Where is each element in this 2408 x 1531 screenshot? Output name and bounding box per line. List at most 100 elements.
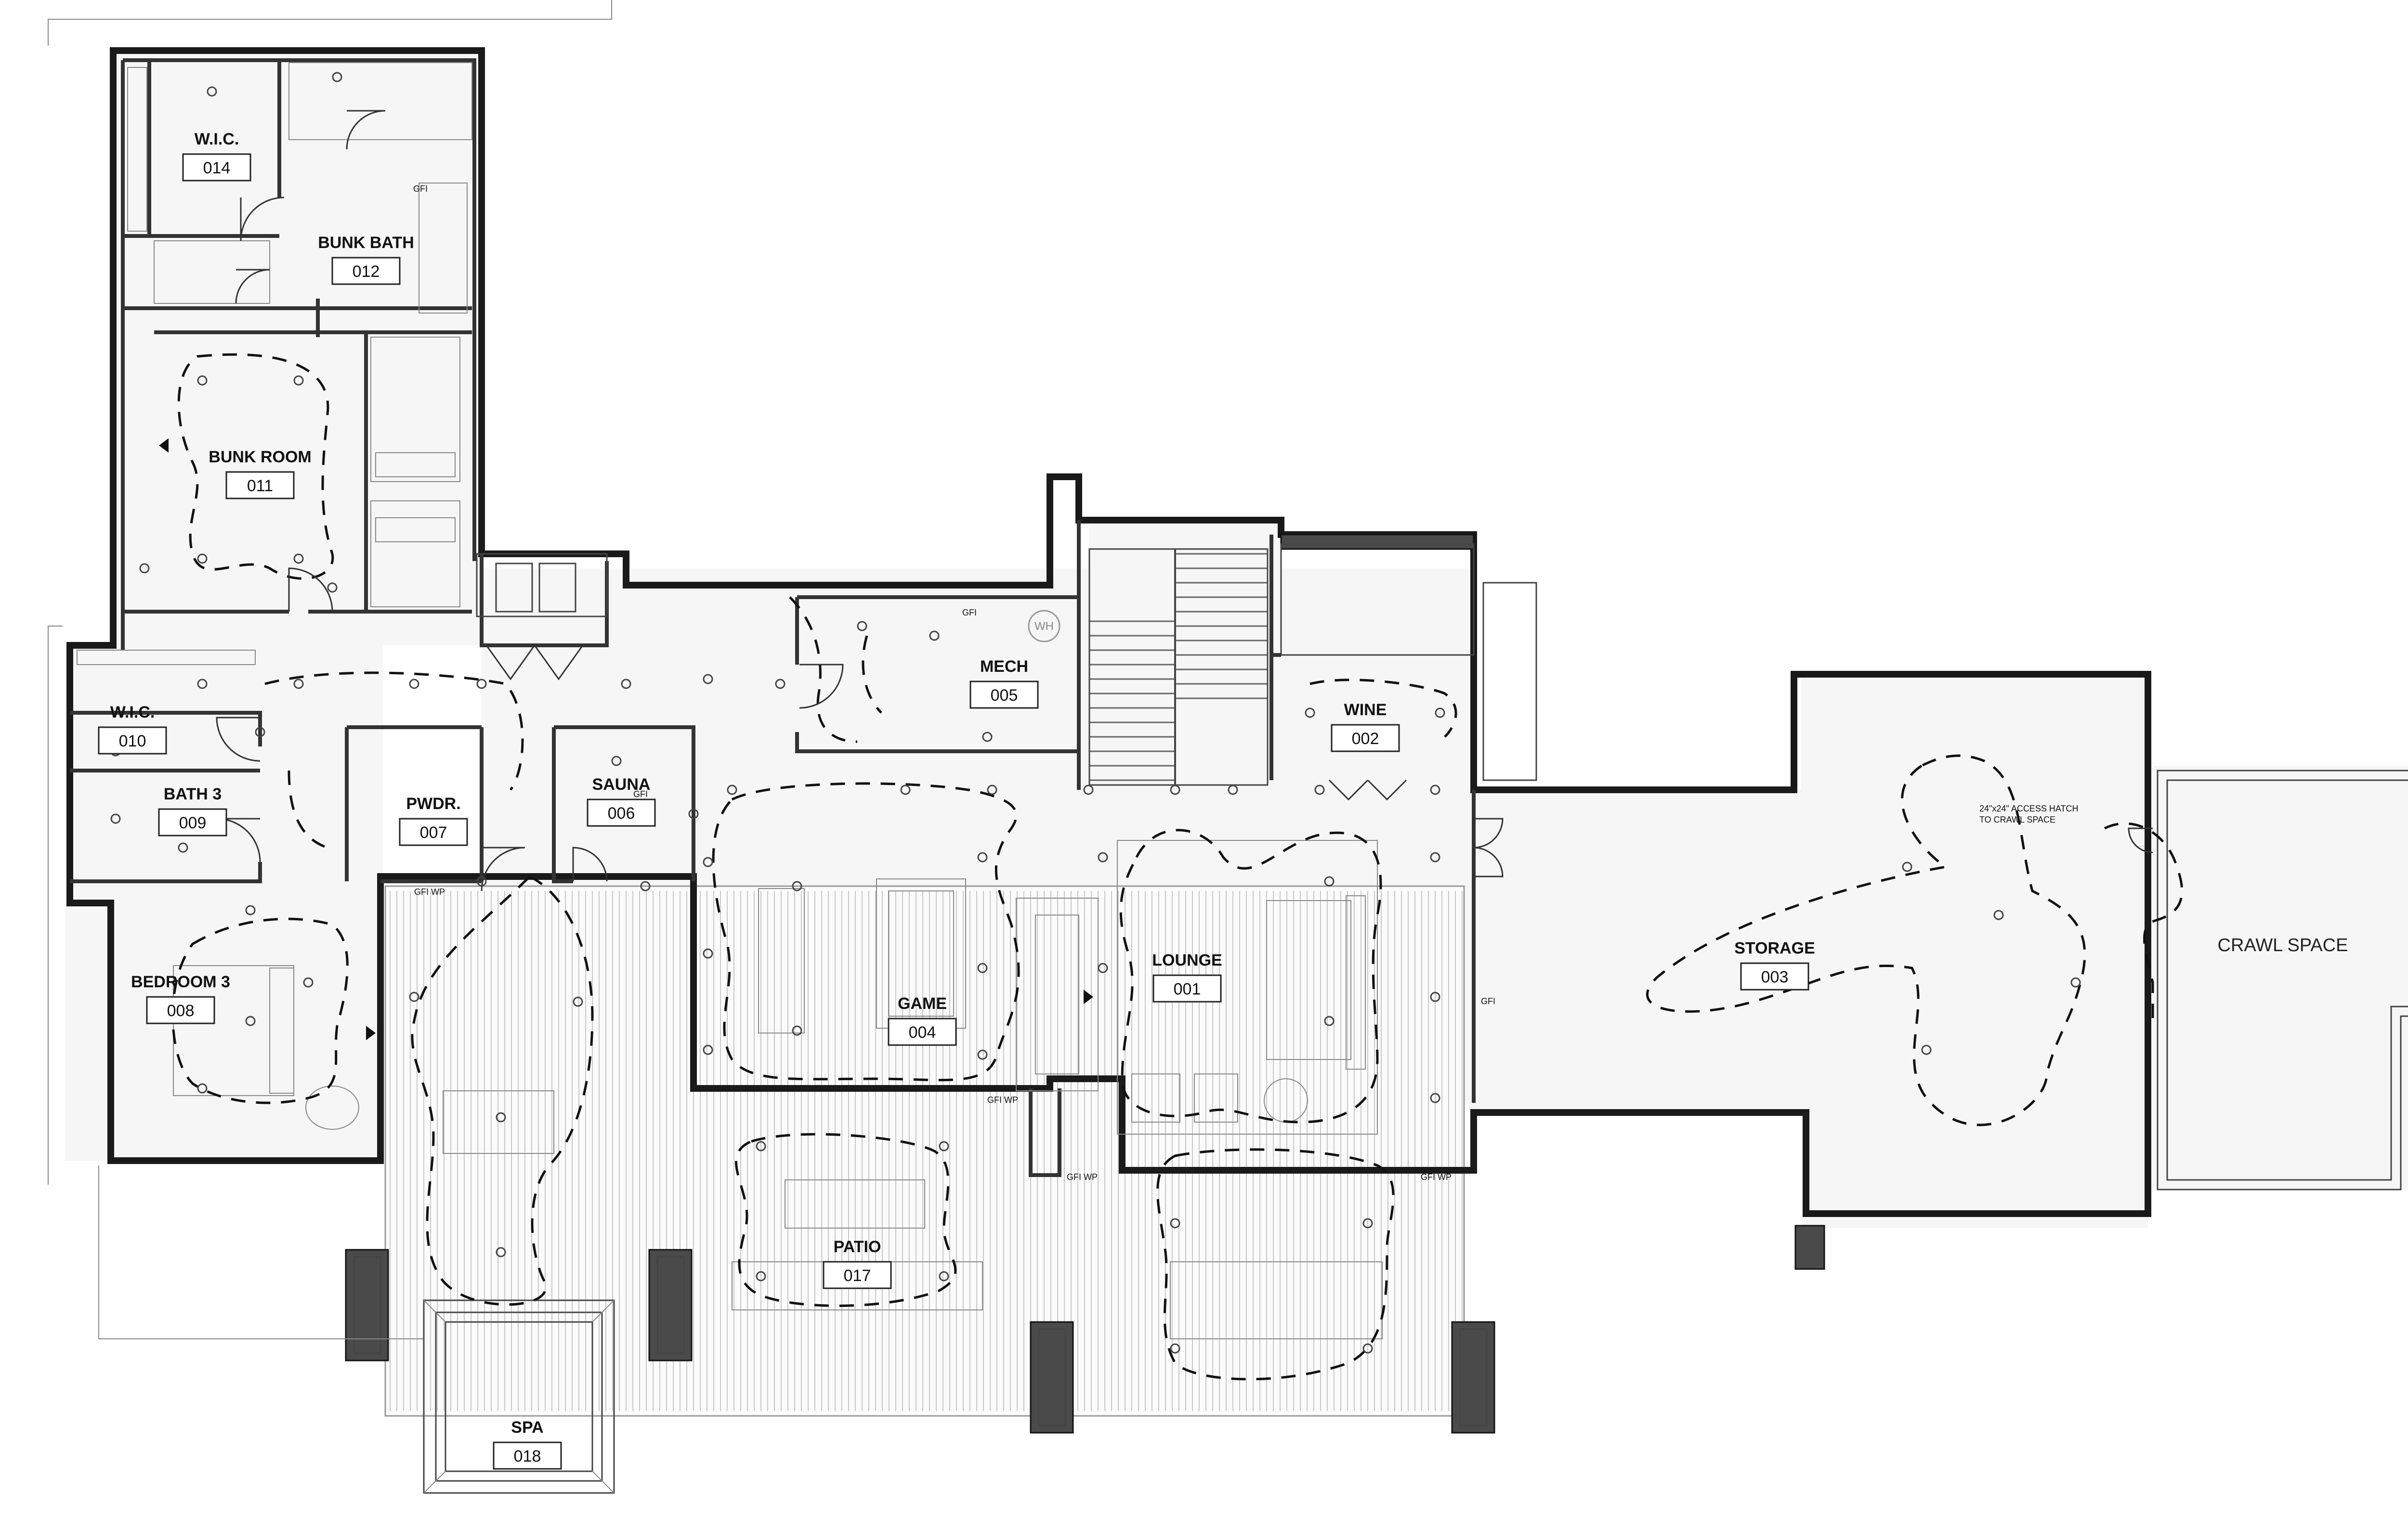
ceiling-light-icon <box>197 375 208 386</box>
water-heater-symbol <box>1028 610 1060 642</box>
ceiling-lights <box>110 72 2081 1354</box>
room-number-box <box>146 996 215 1024</box>
ceiling-light-icon <box>496 1247 506 1257</box>
room-number: 005 <box>991 686 1018 705</box>
water-heater-label: WH <box>1034 620 1054 633</box>
ceiling-light-icon <box>197 1083 208 1094</box>
room-name: PATIO <box>834 1238 881 1256</box>
ceiling-light-icon <box>1430 1093 1440 1103</box>
annotations: CRAWL SPACE 24"x24" ACCESS HATCH TO CRAW… <box>159 184 2348 1182</box>
exit-arrow-icon <box>366 1026 376 1040</box>
room-number: 004 <box>909 1023 936 1042</box>
ceiling-light-icon <box>1902 862 1912 872</box>
ceiling-light-icon <box>245 905 256 916</box>
ceiling-light-icon <box>703 857 713 867</box>
gfi-label-mech: GFI <box>962 608 977 617</box>
ceiling-light-icon <box>293 375 304 386</box>
room-number-box <box>969 680 1039 709</box>
room-number: 008 <box>167 1002 195 1020</box>
ceiling-light-icon <box>792 1025 802 1036</box>
ceiling-light-icon <box>703 1045 713 1055</box>
ceiling-light-icon <box>197 553 208 564</box>
room-number-box <box>182 153 251 182</box>
room-tag: W.I.C.010 <box>98 703 167 755</box>
room-name: GAME <box>898 994 947 1013</box>
room-number: 010 <box>119 732 146 750</box>
ceiling-light-icon <box>327 582 338 593</box>
ceiling-light-icon <box>756 1141 766 1152</box>
ceiling-light-icon <box>110 813 121 824</box>
access-hatch-note-line2: TO CRAWL SPACE <box>1979 815 2055 824</box>
room-name: BATH 3 <box>164 785 222 803</box>
ceiling-light-icon <box>792 881 802 891</box>
ceiling-light-icon <box>688 809 699 819</box>
exterior-walls <box>48 0 2408 1493</box>
room-number: 002 <box>1352 730 1379 748</box>
room-number-box <box>587 798 656 827</box>
ceiling-light-icon <box>496 1112 506 1123</box>
ceiling-light-icon <box>939 1141 949 1152</box>
ceiling-light-icon <box>476 679 487 689</box>
ceiling-light-icon <box>939 1271 949 1282</box>
gfi-label-pwdr: GFI <box>633 789 648 799</box>
room-name: BUNK BATH <box>318 234 414 252</box>
room-tag: PATIO 017 <box>823 1238 892 1289</box>
ceiling-light-icon <box>611 756 622 766</box>
room-name: STORAGE <box>1734 939 1815 957</box>
ceiling-light-icon <box>1430 992 1440 1002</box>
room-number: 014 <box>203 159 231 177</box>
room-name: SPA <box>511 1418 543 1437</box>
ceiling-light-icon <box>245 1016 256 1026</box>
ceiling-light-icon <box>1098 963 1108 973</box>
ceiling-light-icon <box>1170 1218 1180 1229</box>
ceiling-light-icon <box>982 732 993 742</box>
room-number: 001 <box>1174 980 1201 998</box>
ceiling-light-icon <box>1098 852 1108 863</box>
ceiling-light-icon <box>775 679 785 689</box>
ceiling-light-icon <box>977 852 988 863</box>
ceiling-light-icon <box>977 963 988 973</box>
ceiling-light-icon <box>1170 785 1180 795</box>
crawl-space-label: CRAWL SPACE <box>2218 935 2348 955</box>
room-number-box <box>158 808 227 837</box>
ceiling-light-icon <box>139 563 150 574</box>
room-number-box <box>1740 962 1809 991</box>
room-number-box <box>823 1261 892 1289</box>
gfi-wp-label-lounge: GFI WP <box>987 1095 1018 1105</box>
ceiling-light-icon <box>987 785 997 795</box>
ceiling-light-icon <box>409 992 419 1002</box>
room-number-box <box>331 257 401 285</box>
ceiling-light-icon <box>1430 852 1440 863</box>
room-number: 003 <box>1761 968 1789 986</box>
ceiling-light-icon <box>1993 910 2004 920</box>
ceiling-light-icon <box>621 679 631 689</box>
ceiling-light-icon <box>178 842 188 853</box>
ceiling-light-icon <box>1362 1218 1373 1229</box>
ceiling-light-icon <box>207 86 217 97</box>
gfi-label-storage: GFI <box>1481 996 1495 1006</box>
ceiling-light-icon <box>977 1049 988 1060</box>
room-number: 017 <box>844 1267 871 1285</box>
ceiling-light-icon <box>332 72 342 82</box>
access-hatch-note-line1: 24"x24" ACCESS HATCH <box>1979 804 2079 813</box>
room-number-box <box>98 726 167 755</box>
room-name: W.I.C. <box>195 130 239 148</box>
room-tag: STORAGE 003 <box>1734 939 1815 991</box>
room-number-box <box>225 471 295 499</box>
gfi-wp-label-stair: GFI WP <box>1067 1172 1098 1182</box>
ceiling-light-icon <box>476 876 487 887</box>
room-tag: PWDR.007 <box>399 795 468 846</box>
ceiling-light-icon <box>255 727 265 737</box>
room-number: 006 <box>608 804 635 823</box>
ceiling-light-icon <box>293 679 304 689</box>
ceiling-light-icon <box>303 977 314 988</box>
room-number: 011 <box>247 477 273 495</box>
exit-arrow-icon <box>159 438 169 453</box>
ceiling-light-icon <box>703 948 713 959</box>
